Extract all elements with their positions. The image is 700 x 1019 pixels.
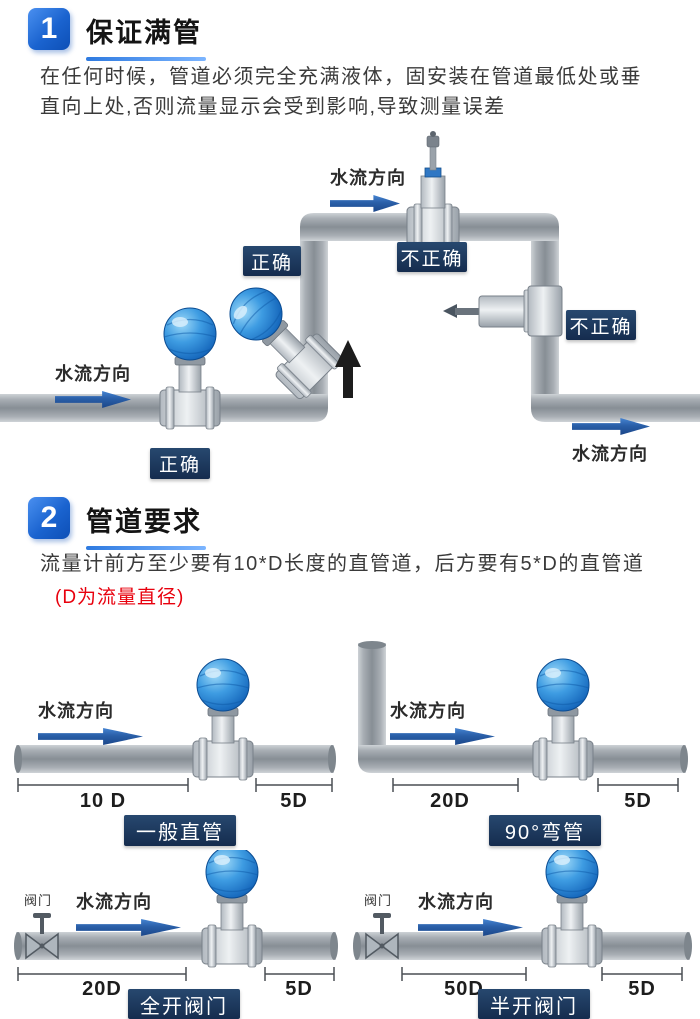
straight-pipe-diagram: 水流方向 10 D 5D 一般直管 bbox=[10, 635, 340, 850]
flow-direction-label: 水流方向 bbox=[418, 892, 494, 912]
flowmeter-icon bbox=[159, 307, 221, 430]
valve-label: 阀门 bbox=[364, 893, 393, 908]
bend-pipe-svg bbox=[358, 641, 688, 792]
flow-direction: 水流方向 bbox=[76, 888, 181, 936]
flowmeter-icon bbox=[201, 850, 263, 968]
flow-direction-label: 水流方向 bbox=[38, 701, 114, 721]
section1-body-text: 在任何时候，管道必须完全充满液体，固安装在管道最低处或垂直向上处,否则流量显示会… bbox=[40, 66, 642, 118]
flow-arrow-icon bbox=[572, 418, 650, 435]
pipe-left bbox=[0, 394, 300, 422]
valve-icon bbox=[25, 913, 59, 960]
pipe-elbow bbox=[531, 394, 559, 422]
up-arrow-icon bbox=[335, 340, 361, 398]
incorrect-badge-top: 不正确 bbox=[397, 242, 467, 272]
flow-direction-label: 水流方向 bbox=[76, 892, 152, 912]
sensor-top-icon bbox=[406, 131, 460, 251]
full-pipe-svg bbox=[0, 131, 700, 430]
full-pipe-diagram: 水流方向 不正确 正确 不正确 水流方向 正确 水流方向 bbox=[0, 130, 700, 485]
correct-badge-bottom: 正确 bbox=[150, 448, 210, 479]
half-valve-svg bbox=[353, 850, 692, 981]
diameter-note: (D为流量直径) bbox=[55, 587, 185, 608]
flow-direction-label: 水流方向 bbox=[390, 701, 466, 721]
diagram-caption: 一般直管 bbox=[124, 815, 236, 846]
flow-arrow-icon bbox=[330, 195, 400, 212]
pipe-elbow bbox=[531, 213, 559, 241]
section2-body-text: 流量计前方至少要有10*D长度的直管道，后方要有5*D的直管道 bbox=[40, 553, 645, 575]
flow-direction-label: 水流方向 bbox=[330, 168, 406, 188]
flow-direction: 水流方向 bbox=[38, 697, 143, 745]
flow-arrow-icon bbox=[390, 728, 495, 745]
flow-arrow-icon bbox=[55, 391, 131, 408]
open-valve-svg bbox=[14, 850, 338, 981]
dimension-lines bbox=[401, 967, 683, 981]
section1-title-block: 保证满管 bbox=[86, 8, 206, 61]
flowmeter-icon bbox=[532, 658, 594, 781]
pipe-right bbox=[559, 394, 700, 422]
back-distance-label: 5D bbox=[280, 790, 308, 812]
flow-direction: 水流方向 bbox=[418, 888, 523, 936]
sensor-side-icon bbox=[443, 285, 563, 337]
section2-title-underline bbox=[86, 546, 206, 550]
section1-header: 1 保证满管 bbox=[28, 8, 206, 61]
front-distance-label: 50D bbox=[444, 978, 484, 1000]
back-distance-label: 5D bbox=[624, 790, 652, 812]
flow-arrow-icon bbox=[418, 919, 523, 936]
open-valve-diagram: 阀门 水流方向 20D 5D 全开阀门 bbox=[10, 850, 342, 1019]
pipe-elbow bbox=[300, 394, 328, 422]
section2-number-badge: 2 bbox=[28, 497, 70, 539]
back-distance-label: 5D bbox=[285, 978, 313, 1000]
valve-icon bbox=[365, 913, 399, 960]
section1-title: 保证满管 bbox=[86, 18, 202, 48]
half-valve-diagram: 阀门 水流方向 50D 5D 半开阀门 bbox=[350, 850, 695, 1019]
flow-direction-top: 水流方向 bbox=[330, 164, 406, 212]
section2-title: 管道要求 bbox=[86, 507, 202, 537]
diagram-caption: 全开阀门 bbox=[128, 989, 240, 1019]
section2-header: 2 管道要求 bbox=[28, 497, 206, 550]
flow-direction-left: 水流方向 bbox=[55, 360, 131, 408]
diagram-caption: 半开阀门 bbox=[478, 989, 590, 1019]
dimension-lines bbox=[17, 778, 333, 792]
flowmeter-icon bbox=[541, 850, 603, 968]
front-distance-label: 20D bbox=[430, 790, 470, 812]
section2-title-block: 管道要求 bbox=[86, 497, 206, 550]
flow-direction-bottom-right: 水流方向 bbox=[572, 418, 650, 466]
flow-direction-label: 水流方向 bbox=[572, 444, 648, 464]
flowmeter-icon bbox=[192, 658, 254, 781]
valve-label: 阀门 bbox=[24, 893, 53, 908]
pipe-elbow bbox=[300, 213, 328, 241]
bend-pipe-diagram: 水流方向 20D 5D 90°弯管 bbox=[348, 635, 693, 850]
dimension-lines bbox=[17, 967, 335, 981]
section1-number-badge: 1 bbox=[28, 8, 70, 50]
flow-direction-label: 水流方向 bbox=[55, 364, 131, 384]
flow-arrow-icon bbox=[38, 728, 143, 745]
front-distance-label: 20D bbox=[82, 978, 122, 1000]
dimension-lines bbox=[392, 778, 679, 792]
flow-direction: 水流方向 bbox=[390, 697, 495, 745]
section1-title-underline bbox=[86, 57, 206, 61]
correct-badge-elbow: 正确 bbox=[243, 246, 301, 276]
diagram-caption: 90°弯管 bbox=[489, 815, 601, 846]
straight-pipe-svg bbox=[14, 658, 336, 792]
front-distance-label: 10 D bbox=[79, 790, 127, 812]
incorrect-badge-right: 不正确 bbox=[566, 310, 636, 340]
flow-arrow-icon bbox=[76, 919, 181, 936]
back-distance-label: 5D bbox=[628, 978, 656, 1000]
